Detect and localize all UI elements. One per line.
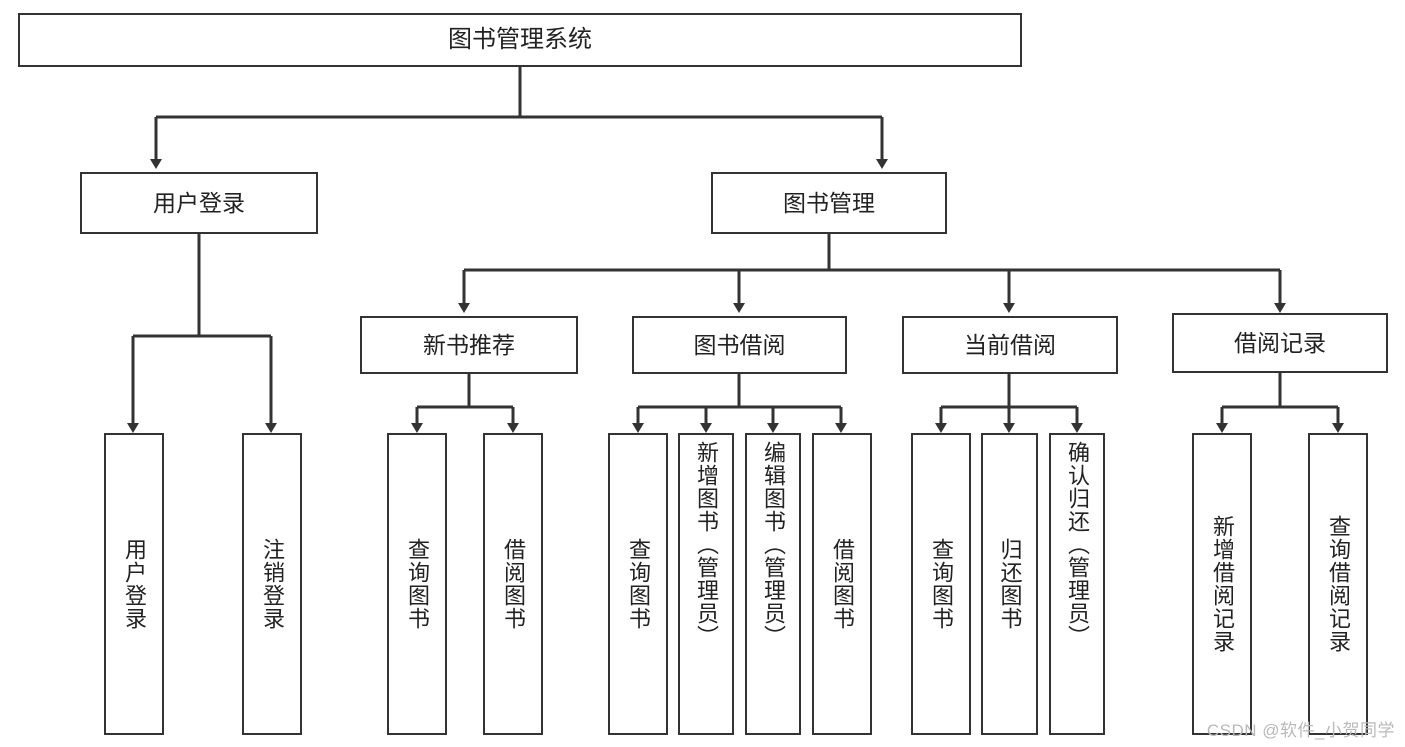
leaf-current-borrow-return-book[interactable]: 归还图书 — [981, 433, 1038, 735]
node-label: 查询图书 — [405, 538, 430, 630]
node-label: 新书推荐 — [423, 331, 515, 358]
leaf-user-login-logout[interactable]: 注销登录 — [242, 433, 302, 735]
leaf-book-borrow-query-book[interactable]: 查询图书 — [608, 433, 668, 735]
leaf-book-borrow-edit-book-admin[interactable]: 编辑图书（管理员） — [745, 433, 801, 735]
leaf-current-borrow-query-book[interactable]: 查询图书 — [911, 433, 971, 735]
node-label: 确认归还（管理员） — [1065, 441, 1090, 648]
node-label: 当前借阅 — [964, 331, 1056, 358]
node-label: 查询借阅记录 — [1326, 515, 1351, 653]
node-label: 借阅图书 — [830, 538, 855, 630]
node-root-book-management-system[interactable]: 图书管理系统 — [18, 13, 1022, 67]
node-new-book-recommend[interactable]: 新书推荐 — [360, 316, 578, 374]
csdn-watermark: CSDN @软件_小贺同学 — [1206, 721, 1395, 740]
leaf-new-book-borrow-book[interactable]: 借阅图书 — [483, 433, 543, 735]
node-label: 新增借阅记录 — [1210, 515, 1235, 653]
node-label: 借阅图书 — [501, 538, 526, 630]
node-label: 借阅记录 — [1234, 329, 1326, 356]
node-borrow-record[interactable]: 借阅记录 — [1172, 313, 1388, 373]
node-label: 查询图书 — [626, 538, 651, 630]
node-label: 图书借阅 — [693, 331, 786, 358]
node-label: 注销登录 — [260, 538, 285, 630]
node-label: 新增图书（管理员） — [694, 441, 719, 648]
leaf-current-borrow-confirm-return-admin[interactable]: 确认归还（管理员） — [1049, 433, 1105, 735]
node-label: 图书管理 — [783, 189, 875, 216]
node-label: 用户登录 — [122, 538, 147, 630]
node-label: 归还图书 — [997, 538, 1023, 630]
leaf-book-borrow-borrow-book[interactable]: 借阅图书 — [812, 433, 872, 735]
node-user-login[interactable]: 用户登录 — [80, 172, 318, 234]
node-label: 用户登录 — [153, 189, 245, 216]
node-label: 图书管理系统 — [448, 26, 592, 54]
node-label: 编辑图书（管理员） — [761, 441, 786, 648]
node-book-borrow[interactable]: 图书借阅 — [632, 316, 847, 374]
leaf-borrow-record-query-record[interactable]: 查询借阅记录 — [1308, 433, 1368, 735]
leaf-borrow-record-add-record[interactable]: 新增借阅记录 — [1192, 433, 1252, 735]
leaf-user-login-login[interactable]: 用户登录 — [104, 433, 164, 735]
node-label: 查询图书 — [929, 538, 954, 630]
node-book-management[interactable]: 图书管理 — [711, 172, 947, 234]
node-current-borrow[interactable]: 当前借阅 — [902, 316, 1118, 374]
leaf-new-book-query-book[interactable]: 查询图书 — [387, 433, 447, 735]
leaf-book-borrow-add-book-admin[interactable]: 新增图书（管理员） — [678, 433, 734, 735]
